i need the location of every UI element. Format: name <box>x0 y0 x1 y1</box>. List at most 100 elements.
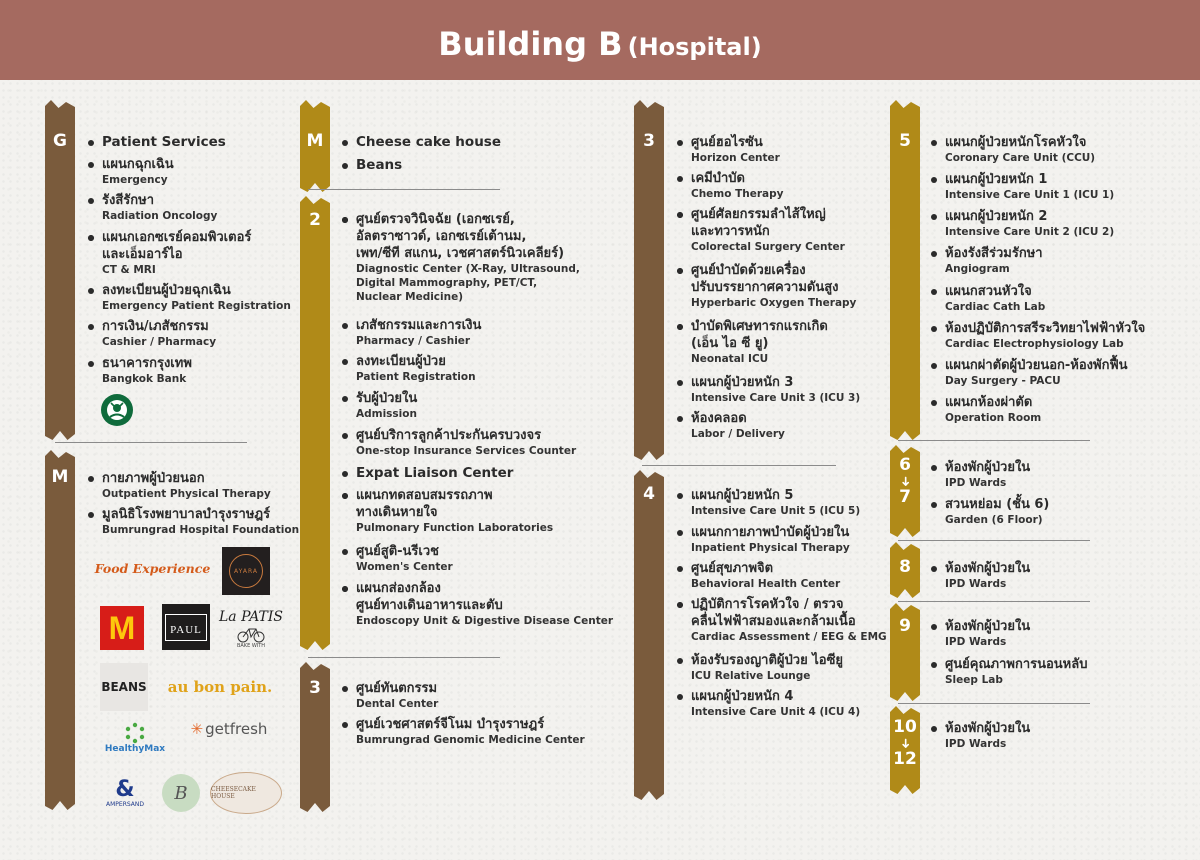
service-name-en: Emergency <box>102 174 168 186</box>
service-name-th: ห้องพักผู้ป่วยใน <box>945 561 1031 576</box>
beans-logo: BEANS <box>100 663 148 711</box>
service-name-en: Bangkok Bank <box>102 373 187 385</box>
floor-divider <box>898 540 1090 541</box>
floor-label-10: 10 <box>893 717 917 737</box>
service-name-th: แผนกผู้ป่วยหนัก 3 <box>691 374 860 391</box>
service-name-th: รังสีรักษา <box>102 192 217 209</box>
ampersand-icon: & <box>115 776 135 802</box>
service-name: Patient Services <box>102 134 226 150</box>
service-name-th: ศูนย์ทันตกรรม <box>356 681 438 696</box>
service-name-en: Coronary Care Unit (CCU) <box>945 152 1096 164</box>
service-name-en: Cardiac Assessment / EEG & EMG <box>691 631 887 643</box>
service-item: แผนกห้องผ่าตัด Operation Room <box>945 394 1041 425</box>
service-name-th: เภสัชกรรมและการเงิน <box>356 318 482 333</box>
service-item: ศูนย์ทันตกรรม Dental Center <box>356 680 438 711</box>
service-item: ศูนย์บำบัดด้วยเครื่อง ปรับบรรยากาศความดั… <box>691 262 856 310</box>
service-name-th: แผนกผู้ป่วยหนัก 4 <box>691 688 860 705</box>
food-experience-logo: Food Experience <box>94 560 211 576</box>
floor-bar-3-center <box>300 662 330 812</box>
service-name-th: แผนกผ่าตัดผู้ป่วยนอก-ห้องพักฟื้น <box>945 358 1128 373</box>
service-name-th: ศูนย์บำบัดด้วยเครื่อง <box>691 262 856 279</box>
service-name-th: บำบัดพิเศษทารกแรกเกิด <box>691 319 828 334</box>
service-item: Patient Services <box>102 134 226 151</box>
service-name-en: Intensive Care Unit 5 (ICU 5) <box>691 505 861 517</box>
service-item: ศูนย์สูติ-นรีเวช Women's Center <box>356 543 453 574</box>
service-name-th: ลงทะเบียนผู้ป่วยฉุกเฉิน <box>102 282 291 299</box>
floor-bar-g <box>45 100 75 440</box>
service-item: แผนกสวนหัวใจ Cardiac Cath Lab <box>945 283 1045 314</box>
service-name-en: Horizon Center <box>691 152 780 164</box>
service-name-th: รับผู้ป่วยใน <box>356 391 418 406</box>
service-name-en: Patient Registration <box>356 371 476 383</box>
service-item: แผนกทดสอบสมรรถภาพ ทางเดินหายใจ Pulmonary… <box>356 487 553 535</box>
floor-label-7: 7 <box>899 487 911 507</box>
service-name-en: Dental Center <box>356 698 439 710</box>
service-name-th: ศูนย์บริการลูกค้าประกันครบวงจร <box>356 427 576 444</box>
service-name-en-line2: Digital Mammography, PET/CT, <box>356 277 538 289</box>
service-name-th: ห้องรังสีร่วมรักษา <box>945 246 1043 261</box>
floor-label-g: G <box>53 131 67 151</box>
floor-label-6: 6 <box>899 455 911 475</box>
service-name-th-line2: และเอ็มอาร์ไอ <box>102 246 251 263</box>
service-item: ห้องคลอด Labor / Delivery <box>691 410 785 441</box>
service-name-en: Bumrungrad Hospital Foundation <box>102 524 300 536</box>
floor-label-6-7: 6 ➜ 7 <box>890 456 920 507</box>
service-item: Expat Liaison Center <box>356 465 513 482</box>
service-name-th: ปฏิบัติการโรคหัวใจ / ตรวจ <box>691 596 887 613</box>
service-name-en: IPD Wards <box>945 636 1007 648</box>
arrow-down-icon: ➜ <box>897 476 913 487</box>
floor-divider <box>308 657 500 658</box>
au-bon-pain-logo: au bon pain. <box>167 678 273 696</box>
service-name-en: Intensive Care Unit 3 (ICU 3) <box>691 392 861 404</box>
page-subtitle: (Hospital) <box>627 33 762 61</box>
mcdonalds-logo: M <box>100 606 144 650</box>
service-item: แผนกผู้ป่วยหนัก 2 Intensive Care Unit 2 … <box>945 208 1114 239</box>
ayara-logo: AYARA <box>222 547 270 595</box>
floor-bar-10-12 <box>890 706 920 794</box>
page-title: Building B <box>438 25 623 63</box>
service-item: Beans <box>356 157 402 174</box>
floor-divider <box>308 189 500 190</box>
bicycle-icon <box>237 628 265 643</box>
service-item: ห้องรังสีร่วมรักษา Angiogram <box>945 245 1043 276</box>
asterisk-icon: ✳ <box>190 720 204 738</box>
service-item: แผนกผู้ป่วยหนัก 1 Intensive Care Unit 1 … <box>945 171 1114 202</box>
service-item: ห้องพักผู้ป่วยใน IPD Wards <box>945 618 1030 649</box>
service-item: ห้องพักผู้ป่วยใน IPD Wards <box>945 720 1030 751</box>
service-name-en: Inpatient Physical Therapy <box>691 542 850 554</box>
floor-label-3-center: 3 <box>309 678 321 698</box>
service-item: แผนกกายภาพบำบัดผู้ป่วยใน Inpatient Physi… <box>691 524 850 555</box>
page-header: Building B (Hospital) <box>0 0 1200 80</box>
floor-bar-2 <box>300 196 330 650</box>
service-item: ปฏิบัติการโรคหัวใจ / ตรวจ คลื่นไฟฟ้าสมอง… <box>691 596 887 644</box>
starbucks-siren-icon <box>101 394 133 426</box>
service-item: รับผู้ป่วยใน Admission <box>356 390 417 421</box>
service-name-en: Labor / Delivery <box>691 428 785 440</box>
service-name-en: Cashier / Pharmacy <box>102 336 217 348</box>
service-item: กายภาพผู้ป่วยนอก Outpatient Physical The… <box>102 470 271 501</box>
service-name: Expat Liaison Center <box>356 465 514 481</box>
floor-bar-m-center <box>300 100 330 192</box>
service-item: ศูนย์ฮอไรซัน Horizon Center <box>691 134 780 165</box>
service-name-th: กายภาพผู้ป่วยนอก <box>102 470 271 487</box>
service-name-th: สวนหย่อม (ชั้น 6) <box>945 497 1050 512</box>
service-name-en: Women's Center <box>356 561 453 573</box>
service-name-en: Behavioral Health Center <box>691 578 841 590</box>
la-patis-logo: La PATIS BAKE WITH <box>218 609 284 649</box>
floor-bar-5 <box>890 100 920 440</box>
ampersand-logo: & AMPERSAND <box>106 776 144 808</box>
floor-bar-m-left <box>45 450 75 810</box>
floor-divider <box>642 465 836 466</box>
starbucks-logo <box>100 393 134 427</box>
service-name-th: ลงทะเบียนผู้ป่วย <box>356 353 476 370</box>
floor-divider <box>55 442 247 443</box>
service-item: สวนหย่อม (ชั้น 6) Garden (6 Floor) <box>945 496 1049 527</box>
floor-label-12: 12 <box>893 749 917 769</box>
service-name-en: Chemo Therapy <box>691 188 784 200</box>
service-item: ศูนย์คุณภาพการนอนหลับ Sleep Lab <box>945 656 1087 687</box>
service-item: ศูนย์เวชศาสตร์จีโนม บำรุงราษฎร์ Bumrungr… <box>356 716 585 747</box>
service-name-th: ธนาคารกรุงเทพ <box>102 356 192 371</box>
service-name-th-line2: คลื่นไฟฟ้าสมองและกล้ามเนื้อ <box>691 613 887 630</box>
b-cafe-logo: B <box>162 774 200 812</box>
service-item: แผนกส่องกล้อง ศูนย์ทางเดินอาหารและตับ En… <box>356 580 613 628</box>
